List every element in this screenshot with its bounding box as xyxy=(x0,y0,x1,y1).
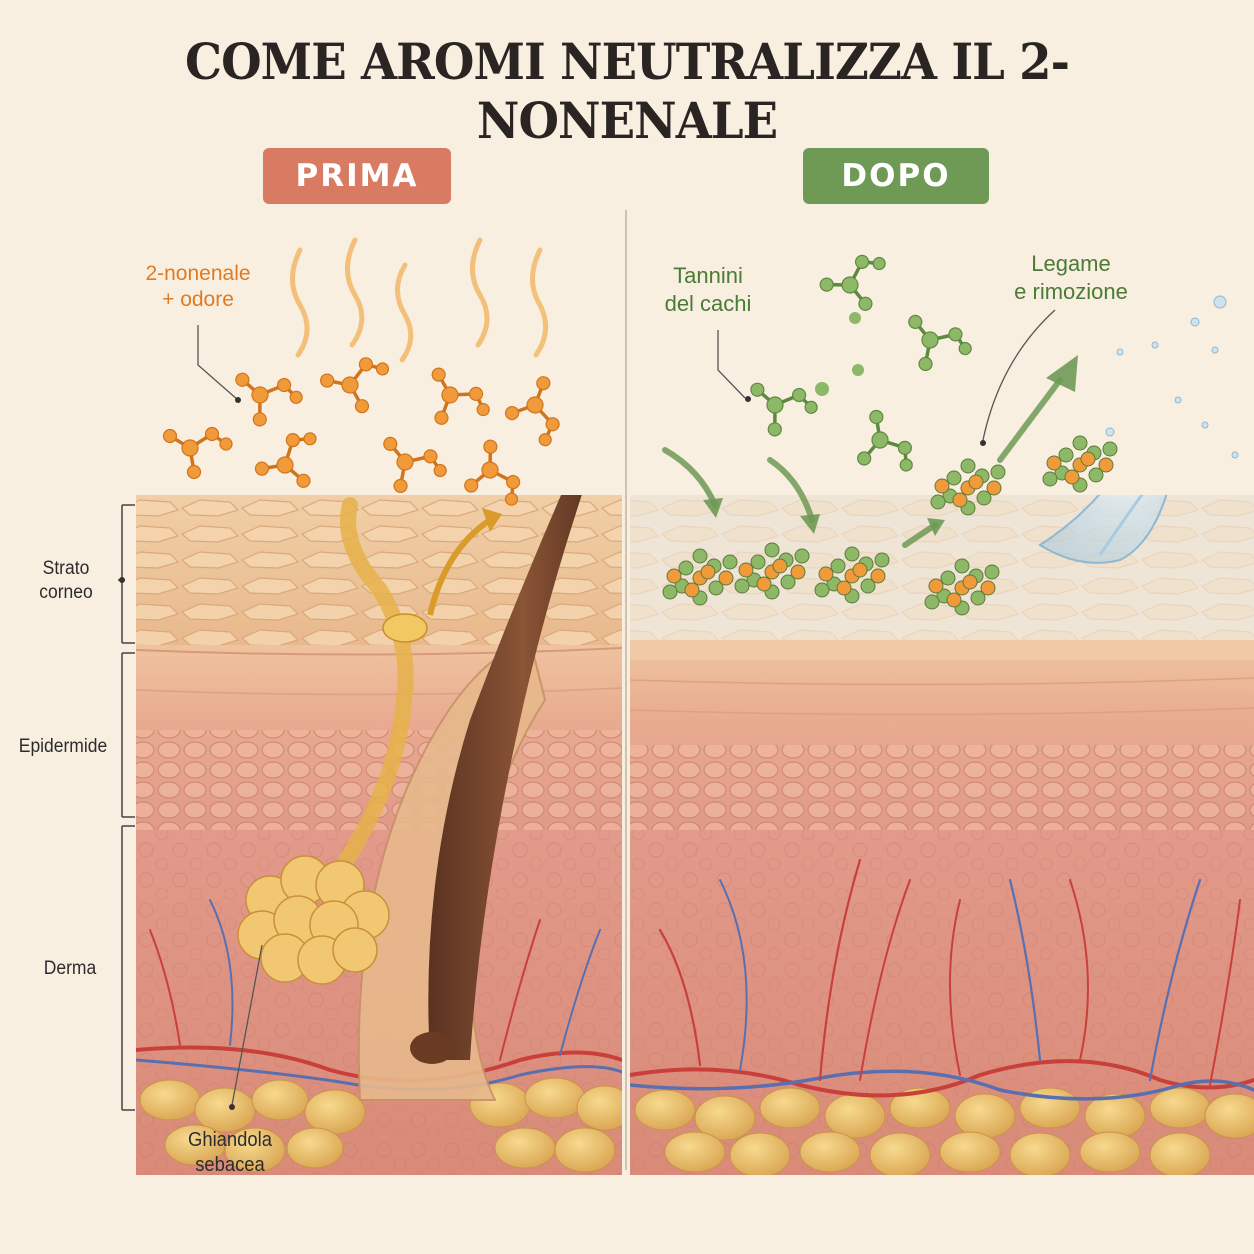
green-tannin-molecule-group xyxy=(750,254,972,472)
orange-molecule-group xyxy=(162,357,560,506)
before-skin-layers xyxy=(136,495,622,1175)
page-title: COME AROMI NEUTRALIZZA IL 2-NONENALE xyxy=(185,32,1070,150)
orange-molecule xyxy=(320,357,390,414)
green-atom xyxy=(815,382,829,396)
orange-molecule xyxy=(383,436,447,494)
green-atom xyxy=(849,312,861,324)
water-splash xyxy=(1038,495,1168,564)
layer-label-stratum: Strato corneo xyxy=(39,558,93,603)
layer-label-epidermis: Epidermide xyxy=(18,736,108,757)
orange-molecule xyxy=(235,372,303,427)
orange-molecule xyxy=(431,367,490,425)
wavy-odor-lines xyxy=(290,237,549,363)
annotation-binding: Legame e rimozione xyxy=(1014,251,1128,304)
after-badge: DOPO xyxy=(803,148,989,204)
sebaceous-gland xyxy=(237,855,390,985)
layer-label-dermis: Derma xyxy=(43,958,97,979)
water-droplets xyxy=(1105,295,1239,459)
bound-complex xyxy=(734,542,810,600)
annotation-tannins: Tannini del cachi xyxy=(664,263,752,316)
curved-arrow xyxy=(427,517,492,616)
after-skin-layers xyxy=(630,495,1254,1175)
bound-complex xyxy=(814,546,890,604)
green-tannin-molecule xyxy=(857,409,913,472)
orange-molecule xyxy=(162,426,233,480)
green-tannin-molecule xyxy=(750,382,818,437)
orange-molecule xyxy=(254,432,317,488)
bound-complex xyxy=(930,458,1006,516)
green-atom xyxy=(852,364,864,376)
annotation-gland: Ghiandola sebacea xyxy=(188,1129,272,1176)
before-badge: PRIMA xyxy=(263,148,451,204)
orange-molecule xyxy=(464,439,521,506)
green-tannin-molecule xyxy=(908,314,972,372)
orange-molecule xyxy=(504,376,560,447)
bound-complex xyxy=(924,558,1000,616)
layer-brackets xyxy=(118,504,135,1111)
annotation-nonenal: 2-nonenale + odore xyxy=(145,262,251,312)
bound-complex-group xyxy=(662,435,1118,616)
bound-complex xyxy=(1042,435,1118,493)
green-tannin-molecule xyxy=(819,254,886,311)
bound-complex xyxy=(662,548,738,606)
